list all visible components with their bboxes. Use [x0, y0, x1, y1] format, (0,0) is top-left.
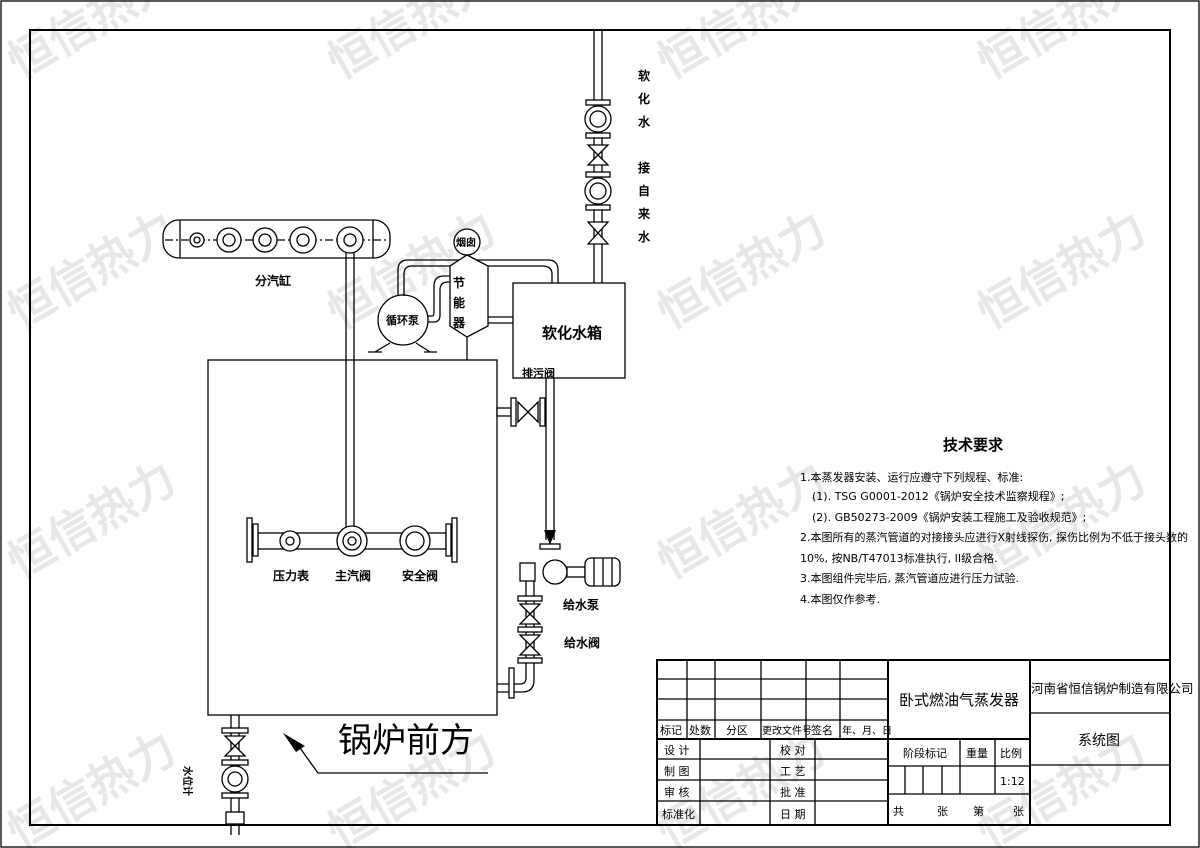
drafter-label: 制 图: [664, 765, 690, 778]
rev-header-mark: 标记: [660, 723, 682, 737]
rev-header-count: 处数: [689, 724, 711, 737]
main-steam-valve-label: 主汽阀: [335, 568, 371, 583]
boiler-front-arrow: [283, 733, 488, 774]
tech-line: 10%, 按NB/T47013标准执行, II级合格.: [800, 551, 998, 565]
reviewer-label: 审 核: [664, 785, 690, 799]
rev-header-date: 年、月、日: [842, 724, 892, 737]
chimney: [453, 228, 481, 256]
economizer-label-2: 能: [453, 295, 465, 310]
tap-water-char: 来: [637, 206, 651, 221]
circulation-pump: [368, 294, 437, 353]
feed-valve-label: 给水阀: [564, 635, 600, 650]
watermark-text: 恒信热力: [0, 451, 185, 590]
stage-mark-label: 阶段标记: [903, 746, 947, 760]
product-name: 卧式燃油气蒸发器: [899, 691, 1019, 709]
blowdown-valve: [496, 397, 546, 427]
valve-manifold: [246, 517, 458, 563]
watermark-text: 恒信热力: [319, 0, 505, 90]
tech-line: 2.本图所有的蒸汽管道的对接接头应进行X射线探伤, 探伤比例为不低于接头数的: [800, 530, 1188, 544]
watermark-text: 恒信热力: [649, 0, 835, 90]
tap-water-inlet: [584, 30, 612, 283]
sheets-total-label: 共: [893, 805, 904, 818]
designer-label: 设 计: [664, 744, 690, 757]
rev-header-doc: 更改文件号: [762, 724, 812, 737]
steam-header: [162, 219, 391, 259]
watermark-text: 恒信热力: [969, 0, 1155, 90]
scale-value: 1:12: [1000, 775, 1025, 788]
tech-line: (1). TSG G0001-2012《锅炉安全技术监察规程》;: [812, 489, 1064, 503]
technical-requirements: 技术要求 1.本蒸发器安装、运行应遵守下列规程、标准: (1). TSG G00…: [800, 436, 1188, 606]
soft-water-tank-label: 软化水箱: [542, 324, 602, 342]
soft-water-char: 水: [638, 114, 651, 129]
sheets-unit-label: 张: [937, 805, 948, 818]
watermarks: 恒信热力恒信热力恒信热力恒信热力恒信热力恒信热力恒信热力恒信热力恒信热力恒信热力…: [0, 0, 1155, 848]
pressure-gauge-label: 压力表: [273, 568, 310, 583]
watermark-text: 恒信热力: [0, 721, 185, 848]
chimney-label: 烟囱: [456, 236, 476, 249]
feed-valve: [497, 595, 543, 699]
watermark-text: 恒信热力: [649, 201, 835, 340]
tech-line: 3.本图组件完毕后, 蒸汽管道应进行压力试验.: [800, 571, 1019, 585]
water-level-gauge: [221, 715, 249, 835]
drawing-frame: [29, 29, 1171, 826]
economizer: [449, 254, 489, 338]
tech-requirements-title: 技术要求: [943, 436, 1004, 454]
scale-label: 比例: [1000, 746, 1022, 760]
title-block: 标记 处数 分区 更改文件号 签名 年、月、日 设 计 制 图 审 核 标准化 …: [656, 659, 1194, 826]
tap-water-char: 自: [638, 183, 650, 198]
rev-header-sign: 签名: [811, 723, 833, 737]
watermark-text: 恒信热力: [0, 201, 185, 340]
tech-line: (2). GB50273-2009《锅炉安装工程施工及验收规范》;: [812, 510, 1086, 524]
weight-label: 重量: [966, 746, 988, 760]
sheet-no-label: 第: [973, 804, 984, 818]
standardization-label: 标准化: [662, 807, 695, 821]
sheet-unit-label: 张: [1013, 805, 1024, 818]
soft-water-char: 软: [638, 68, 650, 83]
watermark-text: 恒信热力: [0, 0, 185, 90]
tech-line: 4.本图仅作参考.: [800, 592, 880, 606]
safety-valve-label: 安全阀: [402, 568, 438, 583]
date-label: 日 期: [780, 808, 806, 821]
rev-header-zone: 分区: [726, 724, 748, 737]
checker-label: 校 对: [780, 743, 806, 757]
approver-label: 批 准: [780, 785, 806, 799]
soft-water-char: 化: [638, 91, 650, 106]
tap-water-char: 水: [638, 229, 651, 244]
soft-water-tank: [512, 282, 626, 379]
safety-valve-icon: [399, 525, 431, 557]
header-label: 分汽缸: [255, 273, 291, 288]
header-nozzles: [216, 226, 364, 254]
tap-water-char: 接: [638, 160, 650, 175]
circulation-pump-label: 循环泵: [386, 313, 419, 327]
water-level-gauge-label: 水位计: [181, 765, 194, 796]
watermark-text: 恒信热力: [969, 201, 1155, 340]
economizer-label-1: 节: [453, 275, 465, 290]
drawing-name: 系统图: [1078, 733, 1120, 749]
tech-line: 1.本蒸发器安装、运行应遵守下列规程、标准:: [800, 470, 1023, 484]
process-label: 工 艺: [780, 765, 806, 778]
company-name: 河南省恒信锅炉制造有限公司: [1031, 681, 1194, 696]
pressure-gauge-icon: [279, 530, 301, 552]
economizer-label-3: 器: [452, 316, 466, 330]
soft-water-note: 软 化 水 接 自 来 水: [637, 68, 651, 244]
feed-pump-label: 给水泵: [563, 597, 599, 612]
feed-pipe: [544, 378, 556, 545]
main-valve-icon: [336, 525, 368, 557]
boiler-front-label: 锅炉前方: [338, 721, 474, 761]
main-steam-pipe: [345, 252, 355, 528]
blowdown-valve-label: 排污阀: [522, 366, 555, 380]
